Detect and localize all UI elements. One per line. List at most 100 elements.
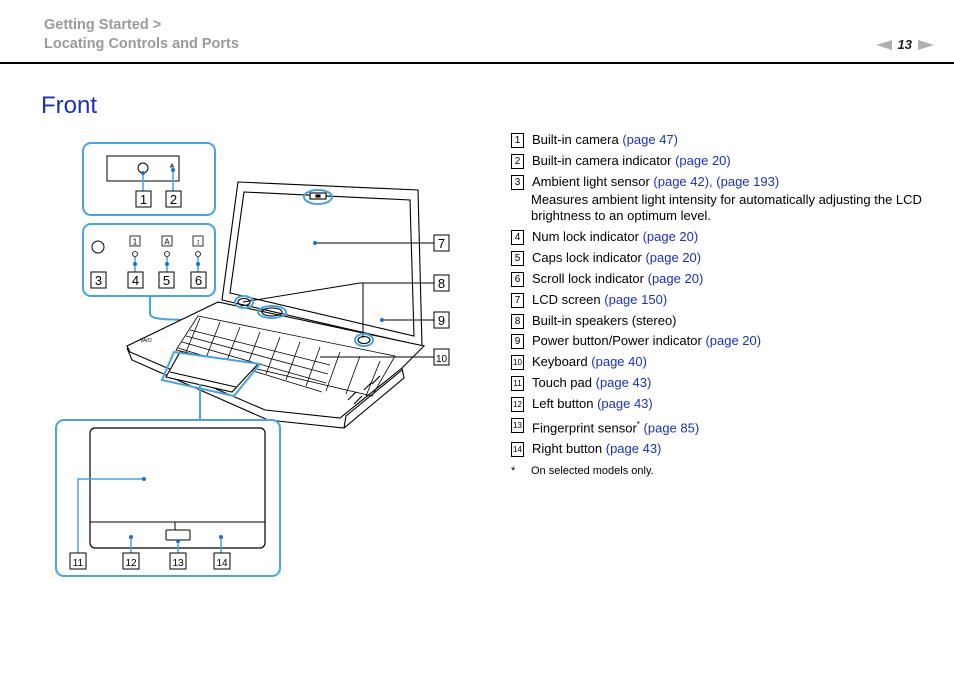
item-number: 7: [511, 292, 524, 308]
callout-6: 6: [190, 271, 207, 289]
item-number: 8: [511, 313, 524, 329]
list-item: 4 Num lock indicator (page 20): [511, 227, 941, 248]
callout-10: 10: [433, 348, 450, 366]
callout-7: 7: [433, 234, 450, 252]
item-label: Keyboard: [532, 354, 588, 370]
list-item: 10 Keyboard (page 40): [511, 352, 941, 373]
item-label: Caps lock indicator: [532, 250, 642, 266]
page-link[interactable]: (page 40): [591, 354, 647, 370]
item-description: Measures ambient light intensity for aut…: [531, 192, 922, 224]
footnote-marker: *: [636, 419, 640, 429]
callout-4: 4: [127, 271, 144, 289]
svg-text:14: 14: [216, 558, 228, 569]
svg-text:6: 6: [195, 273, 202, 288]
item-label: Built-in camera indicator: [532, 152, 672, 168]
item-label: Touch pad: [532, 374, 592, 390]
item-label: Built-in camera: [532, 132, 619, 147]
item-number: 6: [511, 271, 524, 287]
item-label: Fingerprint sensor: [532, 419, 637, 435]
item-number: 2: [511, 153, 524, 169]
footnote-text: On selected models only.: [531, 465, 654, 478]
callout-9: 9: [433, 311, 450, 329]
component-list: 1 Built-in camera (page 47) 2 Built-in cam…: [511, 130, 941, 482]
page-link[interactable]: (page 85): [643, 419, 700, 435]
svg-text:7: 7: [438, 236, 445, 251]
breadcrumb-section[interactable]: Getting Started >: [44, 17, 162, 33]
page-link[interactable]: (page 20): [675, 152, 731, 168]
callout-14: 14: [213, 552, 231, 570]
page-link[interactable]: (page 20): [645, 250, 702, 266]
page-link[interactable]: (page 20): [647, 270, 704, 286]
page-link[interactable]: (page 42), (page 193): [653, 173, 780, 189]
previous-page-arrow-icon[interactable]: [875, 39, 892, 50]
svg-text:11: 11: [73, 558, 84, 569]
item-label: Built-in speakers (stereo): [532, 312, 677, 328]
breadcrumb-page[interactable]: Locating Controls and Ports: [44, 36, 239, 52]
page-link[interactable]: (page 43): [597, 395, 653, 411]
callout-2: 2: [165, 190, 182, 208]
list-item: 2 Built-in camera indicator (page 20): [511, 151, 941, 172]
callout-8: 8: [433, 274, 450, 292]
list-item: 14 Right button (page 43): [511, 439, 941, 460]
callout-13: 13: [169, 552, 187, 570]
item-number: 1: [511, 133, 524, 148]
item-label: Right button: [532, 440, 603, 456]
callout-11: 11: [69, 552, 87, 570]
svg-text:1: 1: [140, 192, 147, 207]
callout-1: 1: [135, 190, 152, 208]
item-number: 13: [511, 417, 524, 433]
svg-text:4: 4: [132, 273, 139, 288]
svg-text:2: 2: [170, 192, 177, 207]
page-link[interactable]: (page 43): [605, 440, 662, 456]
next-page-arrow-icon[interactable]: [918, 39, 934, 50]
callout-3: 3: [90, 271, 107, 289]
item-number: 14: [511, 441, 524, 457]
page-navigation: 13: [875, 37, 934, 52]
list-item: 13 Fingerprint sensor* (page 85): [511, 415, 941, 439]
item-number: 4: [511, 230, 524, 246]
svg-text:↕: ↕: [196, 238, 200, 247]
list-item: 8 Built-in speakers (stereo): [511, 311, 941, 332]
svg-text:12: 12: [125, 558, 137, 569]
page-link[interactable]: (page 47): [622, 132, 678, 147]
item-number: 10: [511, 355, 524, 371]
page-title: Front: [41, 92, 98, 119]
item-number: 12: [511, 396, 524, 412]
page-link[interactable]: (page 20): [642, 229, 699, 245]
figure-callouts: 1 2 3 4 5 6 7 8 9 10 11 12 13 14: [69, 190, 450, 570]
touchpad-detail-box: [55, 419, 281, 577]
svg-text:9: 9: [438, 313, 445, 328]
callout-12: 12: [122, 552, 140, 570]
page-link[interactable]: (page 20): [705, 333, 762, 349]
item-label: Ambient light sensor: [532, 173, 650, 189]
item-number: 9: [511, 334, 524, 350]
item-number: 5: [511, 251, 524, 267]
svg-text:13: 13: [172, 558, 184, 569]
svg-text:1: 1: [133, 238, 138, 247]
item-number: 11: [511, 375, 524, 391]
item-label: LCD screen: [532, 291, 601, 307]
list-item: 1 Built-in camera (page 47): [511, 130, 941, 151]
vaio-logo: VAIO: [140, 338, 152, 344]
footnote-mark: *: [511, 465, 516, 478]
list-item: 5 Caps lock indicator (page 20): [511, 248, 941, 269]
item-label: Num lock indicator: [532, 229, 639, 245]
page-link[interactable]: (page 43): [595, 374, 652, 390]
callout-5: 5: [158, 271, 175, 289]
camera-detail-box: [82, 142, 216, 216]
svg-text:3: 3: [95, 273, 102, 288]
svg-text:5: 5: [163, 273, 170, 288]
svg-text:8: 8: [438, 276, 445, 291]
list-item: 7 LCD screen (page 150): [511, 290, 941, 311]
svg-text:10: 10: [436, 354, 448, 365]
svg-text:A: A: [164, 238, 170, 247]
item-label: Power button/Power indicator: [532, 333, 702, 349]
list-item: 11 Touch pad (page 43): [511, 373, 941, 394]
page-link[interactable]: (page 150): [604, 291, 668, 307]
laptop-drawing: VAIO: [126, 181, 426, 429]
footnote: * On selected models only.: [511, 461, 941, 482]
